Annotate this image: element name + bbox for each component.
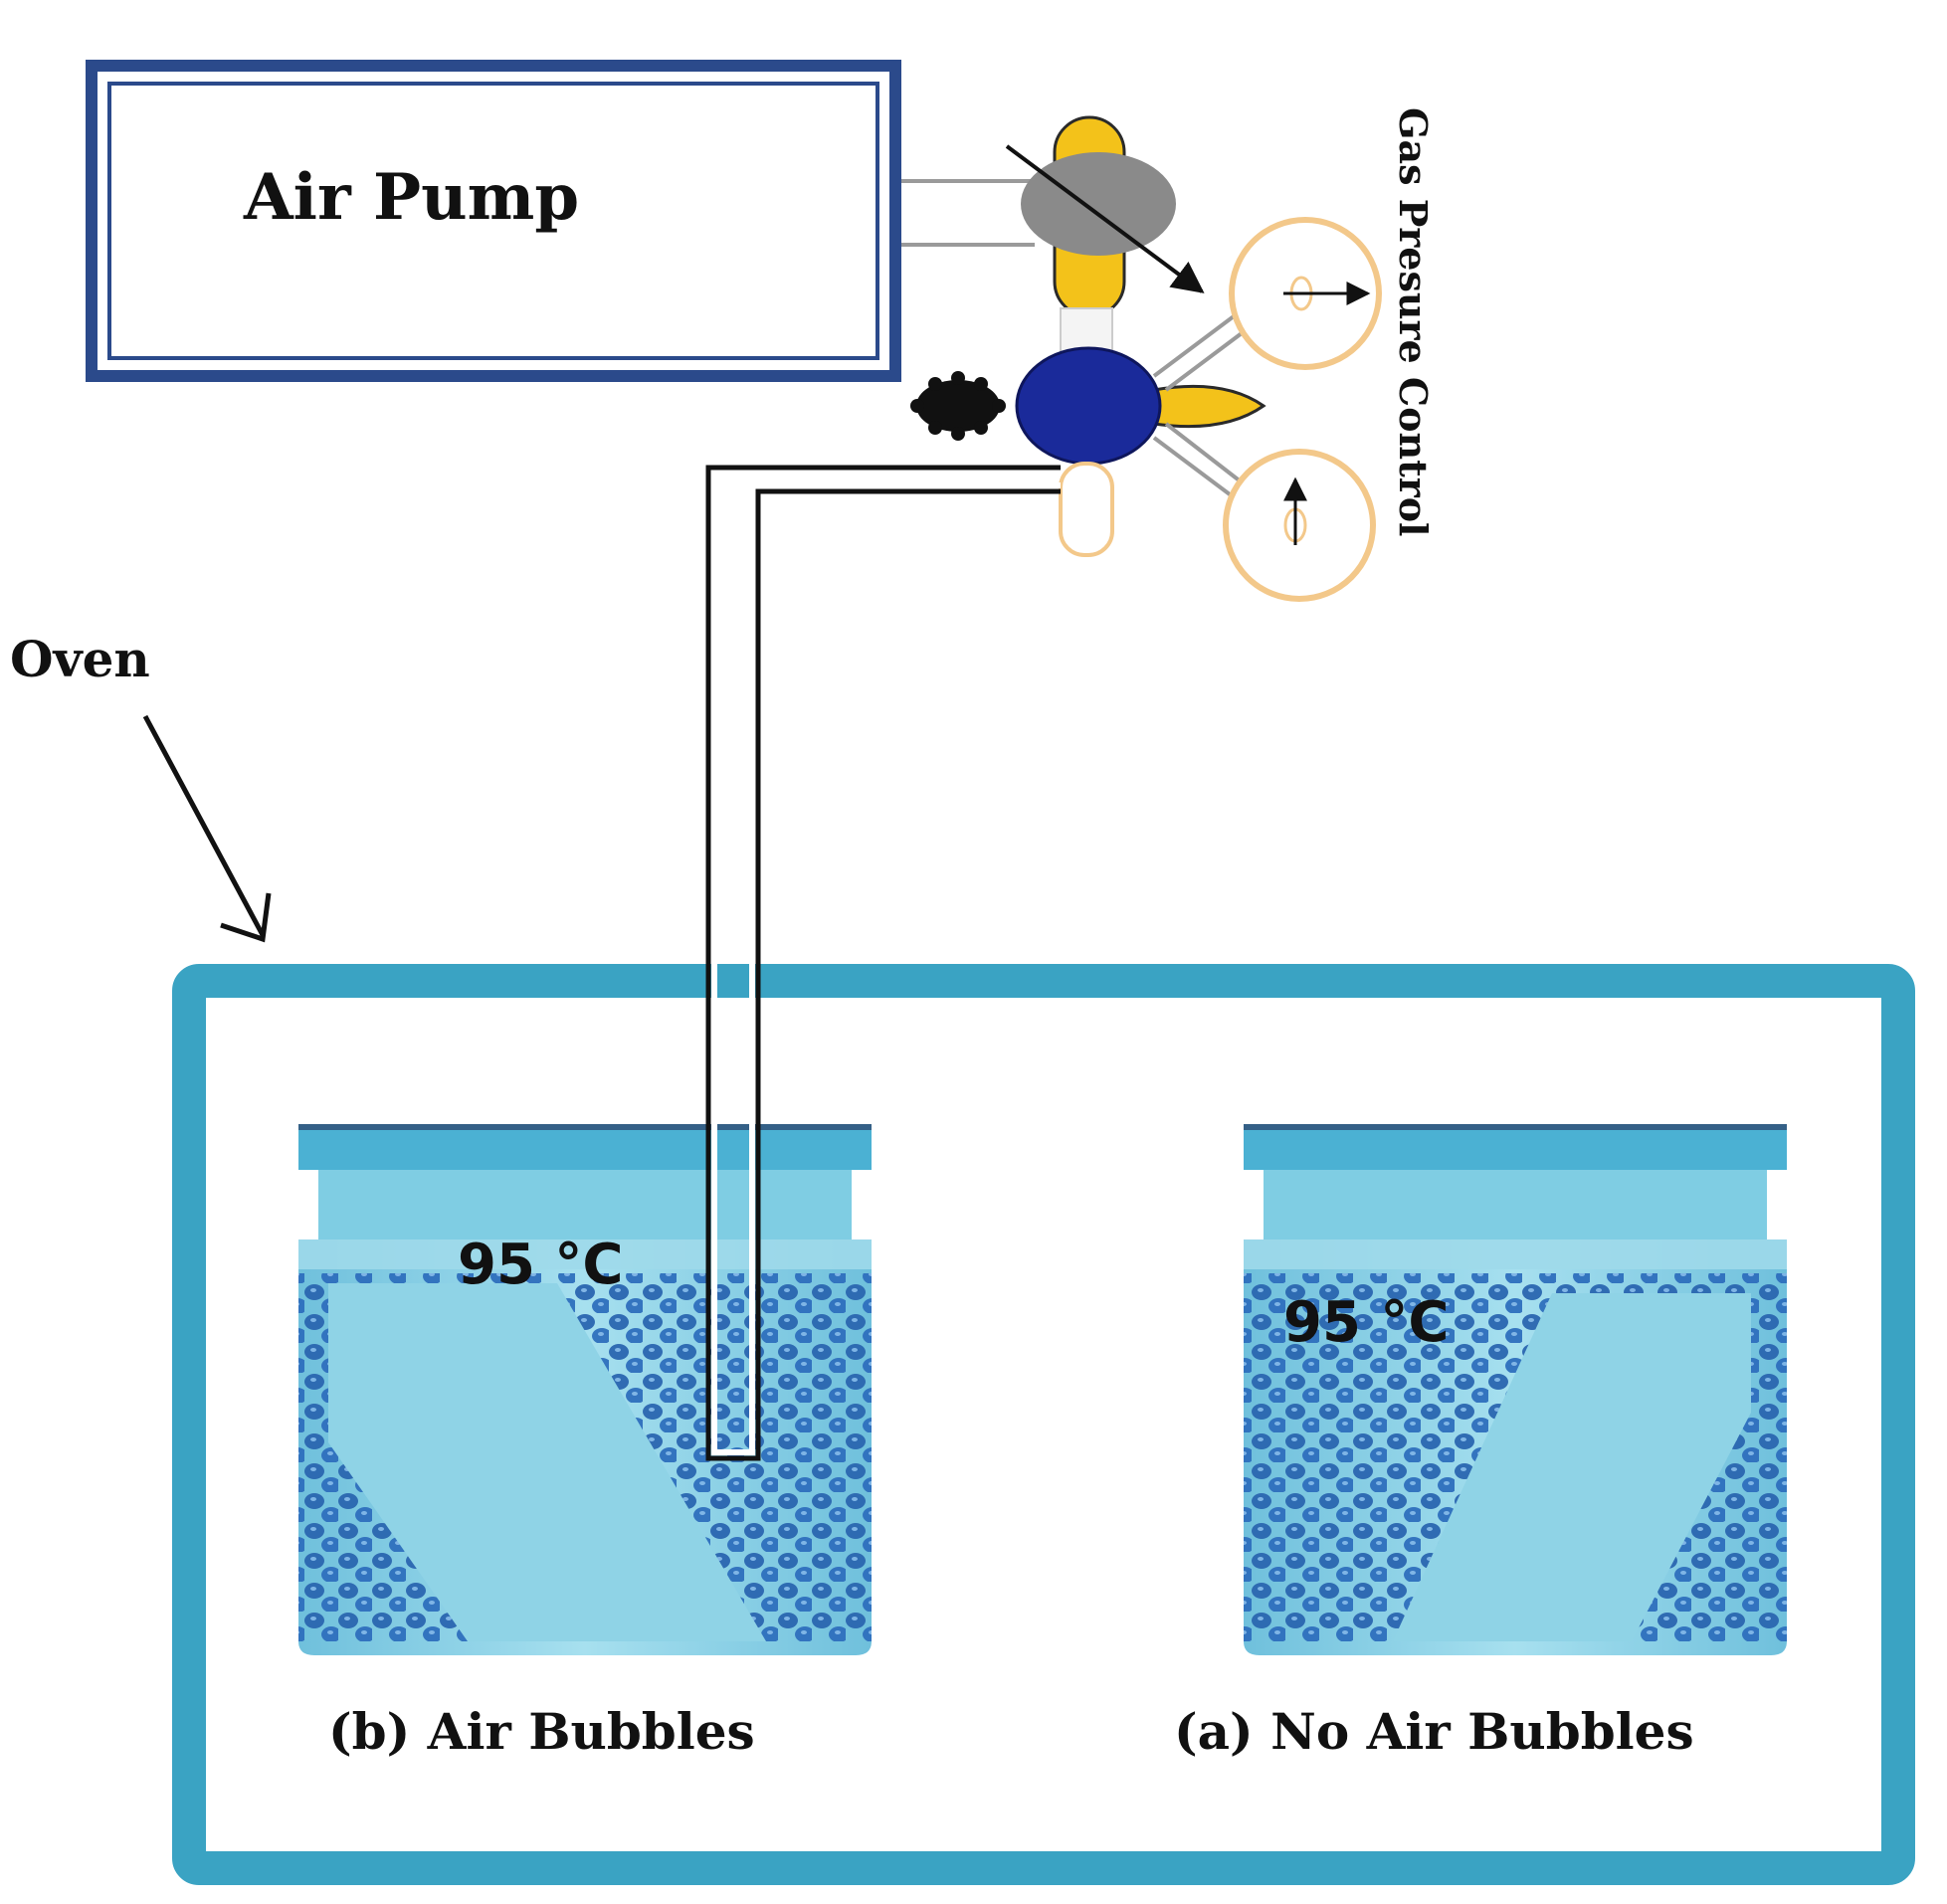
oven-pointer-arrow [142,714,266,937]
valve-yellow-side [1152,384,1266,429]
gas-pressure-control-label: Gas Presure Control [1391,107,1436,537]
air-delivery-tube [705,465,1061,1461]
gauge-tubes [1152,314,1248,499]
valve-black-gear-icon [916,380,1000,432]
air-pump-label: Air Pump [243,160,579,235]
oven-label: Oven [10,630,150,688]
jar-no-air-bubbles: 95 °C [1244,1124,1787,1655]
pressure-gauge-top [1229,217,1382,370]
caption-no-air-bubbles: (a) No Air Bubbles [1174,1702,1694,1761]
valve-gray-knob [1021,152,1176,256]
valve-lower-stem [1059,462,1114,557]
temp-label-right: 95 °C [1283,1290,1450,1355]
oven-arrow-head [220,892,272,943]
caption-air-bubbles: (b) Air Bubbles [328,1702,755,1761]
air-pump-box: Air Pump [86,60,901,382]
gear-teeth [910,371,1006,441]
temp-label-left: 95 °C [458,1233,624,1297]
pressure-gauge-bottom [1223,449,1376,602]
jar-air-bubbles: 95 °C [298,1124,872,1655]
valve-assembly [910,115,1266,557]
pump-outlet-tubes [901,179,1035,247]
valve-pointer-arrow [1005,144,1205,293]
valve-blue-body [1015,346,1162,466]
